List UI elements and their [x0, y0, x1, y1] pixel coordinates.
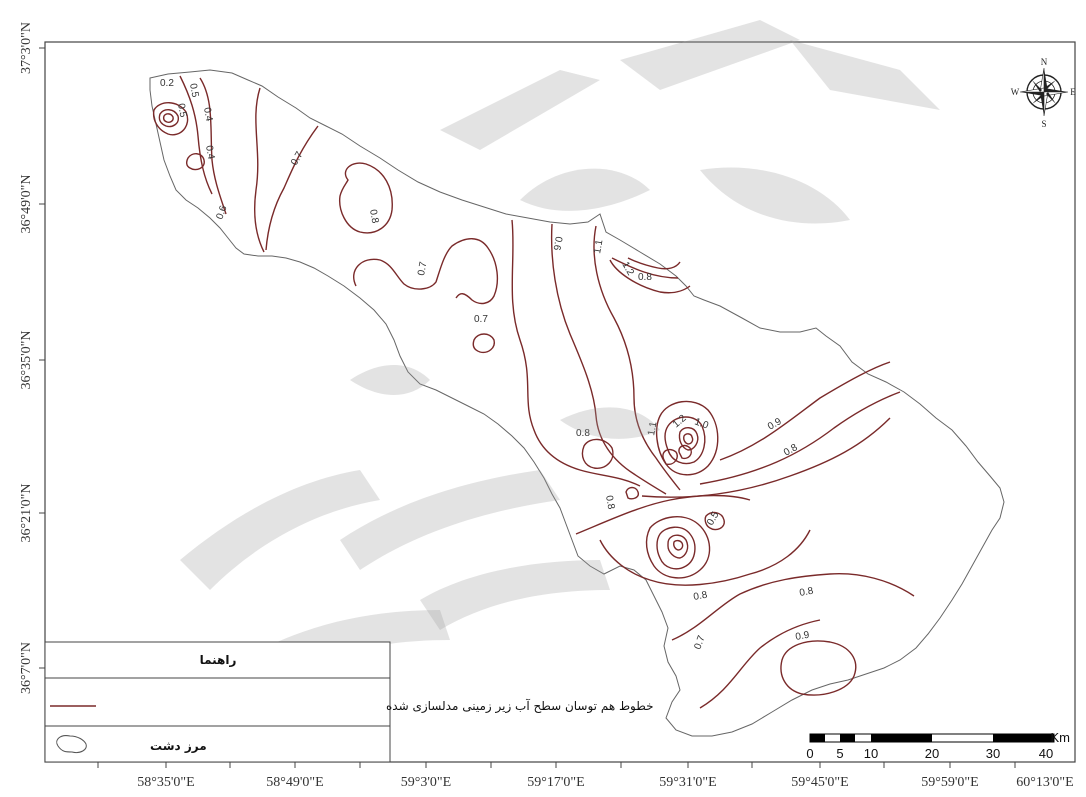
contour-line	[550, 223, 667, 495]
scale-unit: Km	[1051, 730, 1071, 745]
contour-line	[704, 511, 725, 531]
contour-line	[353, 238, 499, 305]
lat-axis: 37°3'0"N 36°49'0"N 36°35'0"N 36°21'0"N 3…	[19, 22, 45, 694]
contour-line	[641, 417, 891, 498]
plain-boundary	[149, 69, 1005, 737]
contour-line	[780, 640, 857, 696]
contour-line	[581, 438, 614, 469]
contour-line	[609, 259, 691, 294]
contour-line	[265, 125, 319, 251]
contour-label: 1.1	[592, 238, 605, 254]
contour-line	[158, 109, 180, 128]
boundary-swatch-icon	[56, 735, 87, 753]
scale-label: 20	[925, 746, 939, 761]
scale-label: 30	[986, 746, 1000, 761]
legend-item-contour-label: خطوط هم توسان سطح آب زیر زمینی مدلسازی ش…	[386, 698, 654, 714]
lon-tick-label: 59°59'0"E	[921, 775, 978, 790]
contour-line	[339, 162, 393, 234]
contour-line	[719, 361, 891, 461]
lon-tick-label: 58°35'0"E	[137, 775, 194, 790]
lon-tick-label: 60°13'0"E	[1016, 775, 1073, 790]
contour-label: 0.8	[693, 590, 709, 603]
compass-north: N	[1041, 57, 1048, 67]
contour-line	[599, 529, 811, 586]
lat-tick-label: 36°7'0"N	[19, 642, 34, 694]
contour-label: 0.8	[638, 272, 652, 283]
legend-item-boundary-label: مرز دشت	[150, 739, 207, 753]
contour-label: 0.7	[474, 314, 488, 325]
scale-label: 40	[1039, 746, 1053, 761]
compass-south: S	[1041, 119, 1046, 129]
contour-line	[625, 486, 640, 500]
contour-label: 1.0	[693, 416, 710, 431]
contour-line	[254, 87, 265, 253]
lon-tick-label: 59°31'0"E	[659, 775, 716, 790]
contour-label: 0.9	[795, 630, 811, 643]
scale-label: 5	[836, 746, 843, 761]
contour-line	[152, 102, 189, 136]
contour-line	[472, 333, 495, 354]
legend-title: راهنما	[200, 653, 237, 667]
contour-line	[656, 526, 696, 570]
contour-line	[662, 448, 678, 466]
compass-rose-icon: N S E W	[1011, 57, 1077, 129]
contour-label: 0.5	[175, 103, 188, 119]
contour-lines	[152, 75, 915, 709]
contour-line	[185, 153, 205, 171]
scale-label: 10	[864, 746, 878, 761]
contour-label: 0.8	[799, 586, 815, 599]
contour-line	[162, 113, 174, 123]
lat-tick-label: 36°35'0"N	[19, 331, 34, 390]
contour-line	[575, 494, 751, 535]
contour-label: 0.8	[576, 428, 590, 439]
contour-label: 0.4	[203, 145, 216, 161]
lon-tick-label: 59°3'0"E	[401, 775, 451, 790]
lon-tick-label: 58°49'0"E	[266, 775, 323, 790]
contour-line	[664, 416, 706, 465]
legend: راهنما خطوط هم توسان سطح آب زیر زمینی مد…	[44, 641, 654, 763]
contour-label: 0.2	[160, 78, 174, 89]
contour-label: 0.7	[692, 634, 707, 651]
lon-axis: 58°35'0"E 58°49'0"E 59°3'0"E 59°17'0"E 5…	[97, 762, 1074, 790]
legend-box	[44, 641, 391, 763]
contour-line	[678, 427, 699, 451]
compass-west: W	[1011, 87, 1020, 97]
contour-line	[699, 619, 821, 709]
contour-line	[667, 534, 689, 559]
scale-label: 0	[806, 746, 813, 761]
contour-line	[678, 444, 692, 460]
lat-tick-label: 36°49'0"N	[19, 175, 34, 234]
lat-tick-label: 37°3'0"N	[19, 22, 34, 74]
contour-label: 0.4	[201, 107, 214, 123]
contour-label: 0.6	[214, 204, 229, 221]
compass-east: E	[1070, 87, 1076, 97]
contour-line	[627, 257, 681, 270]
contour-line	[673, 539, 684, 551]
contour-label: 0.8	[603, 495, 616, 511]
lat-tick-label: 36°21'0"N	[19, 484, 34, 543]
contour-line	[683, 433, 694, 445]
contour-line	[511, 219, 641, 487]
contour-label: 0.7	[416, 260, 429, 276]
contour-line	[671, 572, 915, 641]
lon-tick-label: 59°17'0"E	[527, 775, 584, 790]
contour-label: 1.1	[646, 420, 659, 436]
contour-line	[655, 400, 719, 476]
contour-label: 0.6	[551, 235, 564, 251]
contour-label: 0.8	[367, 209, 380, 225]
contour-line	[199, 77, 227, 215]
contour-line	[611, 257, 679, 279]
contour-line	[593, 225, 681, 491]
contour-line	[645, 516, 711, 579]
contour-label: 0.5	[187, 83, 200, 99]
lon-tick-label: 59°45'0"E	[791, 775, 848, 790]
contour-line	[699, 391, 901, 485]
map-frame	[44, 41, 1076, 763]
scale-bar: 0 5 10 20 30 40 Km	[806, 730, 1070, 761]
contour-line	[179, 75, 213, 195]
